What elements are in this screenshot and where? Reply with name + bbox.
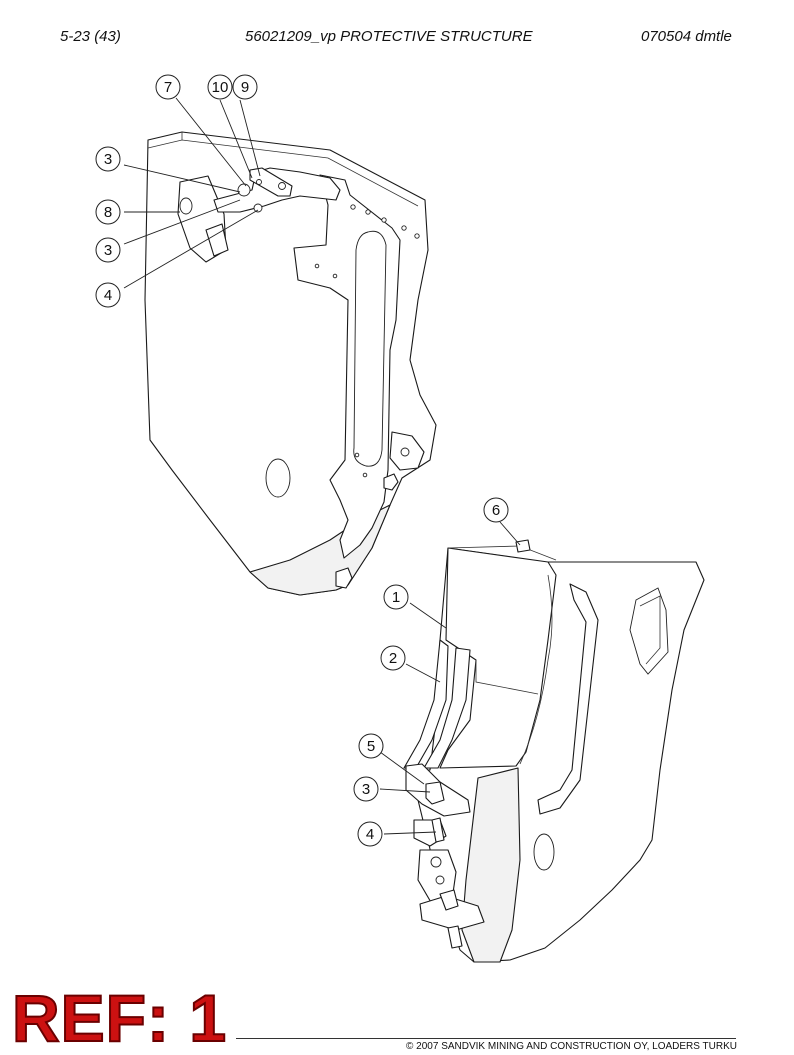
callout-3-upper-a-label: 3 [104,151,112,168]
callout-4-upper-label: 4 [104,287,112,304]
callout-4-upper: 4 [95,282,121,308]
callout-3-upper-b: 3 [95,237,121,263]
callout-10: 10 [207,74,233,100]
document-title: 56021209_vp PROTECTIVE STRUCTURE [245,28,533,45]
callout-5-label: 5 [367,738,375,755]
callout-2-label: 2 [389,650,397,667]
guard-rail [537,583,599,815]
ref-stamp: REF: 1 [11,981,228,1055]
latch-nut [237,183,251,197]
callout-1: 1 [383,584,409,610]
callout-4-lower-label: 4 [366,826,374,843]
callout-5: 5 [358,733,384,759]
callout-3-upper-b-label: 3 [104,242,112,259]
upper-plate-hole [265,458,291,498]
upper-guard-assembly [144,131,437,596]
upper-bolt-bottom [335,567,353,589]
callout-8-label: 8 [104,204,112,221]
callout-3-lower: 3 [353,776,379,802]
callout-7: 7 [155,74,181,100]
callout-3-lower-label: 3 [362,781,370,798]
lower-bolt-stud [431,817,445,843]
callout-9: 9 [232,74,258,100]
hinge-pin [205,223,229,257]
leader-lines [123,97,521,835]
top-bolt [515,539,531,553]
callout-6: 6 [483,497,509,523]
lower-guard-assembly [403,539,705,963]
document-code: 070504 dmtle [641,28,732,45]
upper-bracket-slot [353,230,387,467]
callout-9-label: 9 [241,79,249,96]
lower-bolt-top [425,781,445,805]
callout-1-label: 1 [392,589,400,606]
callout-7-label: 7 [164,79,172,96]
lower-bolt-bottom [439,889,459,911]
footer-divider [236,1038,736,1039]
callout-2: 2 [380,645,406,671]
footer-copyright: © 2007 SANDVIK MINING AND CONSTRUCTION O… [406,1041,737,1052]
guard-window [629,587,669,675]
side-plate-edge [423,647,471,769]
lower-guard-hole [533,833,555,871]
callout-8: 8 [95,199,121,225]
callout-3-upper-a: 3 [95,146,121,172]
callout-10-label: 10 [212,79,229,96]
page-number: 5-23 (43) [60,28,121,45]
lower-bolt-tip [447,925,463,949]
upper-bolt-right [383,473,399,491]
callout-4-lower: 4 [357,821,383,847]
callout-6-label: 6 [492,502,500,519]
